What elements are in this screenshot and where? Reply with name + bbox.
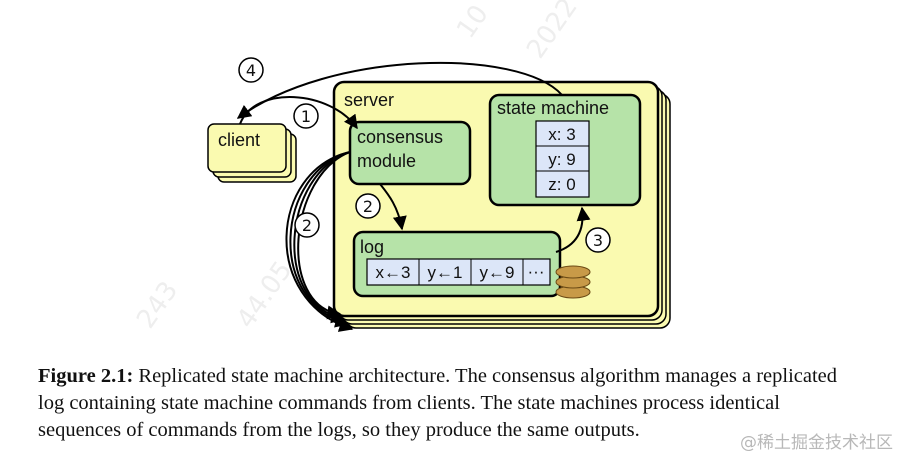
state-value-x: x: 3	[548, 125, 575, 144]
arrow-step-4	[236, 61, 563, 119]
caption-text: Replicated state machine architecture. T…	[38, 365, 838, 441]
figure-caption: Figure 2.1: Replicated state machine arc…	[38, 363, 868, 444]
client-stack	[207, 123, 297, 183]
log-entry: y←1	[428, 263, 463, 282]
arrow-step-3	[555, 206, 591, 253]
log-entry: y←9	[480, 263, 515, 282]
svg-text:3: 3	[593, 231, 603, 250]
log-entry: ···	[528, 262, 545, 281]
state-machine-label: state machine	[497, 98, 609, 118]
server-label: server	[344, 90, 394, 110]
svg-text:2: 2	[302, 216, 312, 235]
arrow-step-2a	[379, 183, 407, 231]
caption-label: Figure 2.1:	[38, 365, 134, 387]
site-watermark: @稀土掘金技术社区	[740, 433, 893, 453]
log-entry: x←3	[376, 263, 411, 282]
state-values-table	[535, 120, 590, 198]
arrow-step-2b	[285, 151, 354, 332]
svg-text:44.05: 44.05	[231, 256, 298, 334]
step-marker-2a: 2	[355, 193, 381, 219]
consensus-label-line1: consensus	[357, 127, 443, 147]
svg-text:4: 4	[246, 61, 256, 80]
step-marker-3: 3	[585, 227, 611, 253]
step-marker-1: 1	[293, 103, 319, 129]
flow-arrows	[236, 61, 591, 332]
svg-text:1: 1	[301, 107, 311, 126]
svg-text:243: 243	[131, 276, 184, 334]
step-marker-2b: 2	[294, 212, 320, 238]
log-label: log	[360, 237, 384, 257]
svg-text:2: 2	[363, 197, 373, 216]
log-entries-row	[366, 258, 551, 286]
state-value-y: y: 9	[548, 150, 575, 169]
step-marker-4: 4	[238, 57, 264, 83]
client-label: client	[218, 130, 260, 150]
state-value-z: z: 0	[548, 175, 575, 194]
svg-text:2022: 2022	[521, 0, 584, 64]
consensus-label-line2: module	[357, 151, 416, 171]
svg-text:10: 10	[451, 0, 495, 44]
storage-disk-icon	[555, 265, 591, 299]
architecture-figure: 10 2022 243 44.05 client server consensu…	[131, 0, 671, 334]
